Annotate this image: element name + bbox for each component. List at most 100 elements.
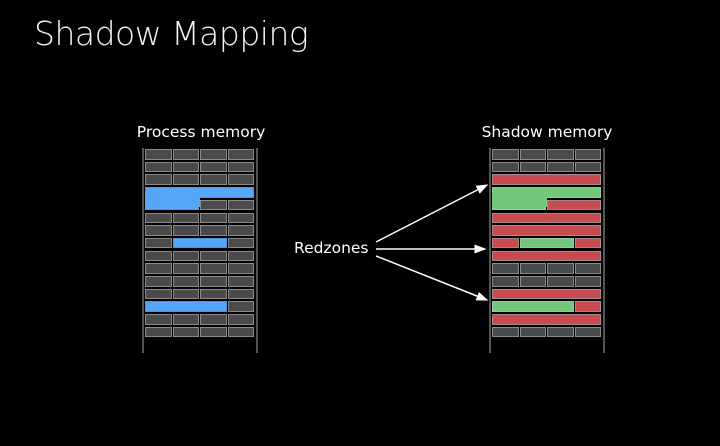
process-cell-gray <box>227 237 254 249</box>
process-cell-gray <box>227 276 254 287</box>
process-cell-gray <box>200 149 227 160</box>
process-cell-gray <box>145 237 172 249</box>
process-cell-gray <box>172 161 199 173</box>
shadow-cell-red <box>492 212 601 223</box>
shadow-cell-red <box>574 301 601 312</box>
process-cell-gray <box>227 212 254 223</box>
process-cell-gray <box>145 314 172 325</box>
process-cell-gray <box>227 288 254 300</box>
process-cell-gray <box>227 149 254 160</box>
arrow-to-redzone <box>375 184 489 243</box>
shadow-cell-gray <box>492 161 519 173</box>
shadow-right-rail <box>603 148 605 353</box>
process-cell-gray <box>227 199 254 211</box>
shadow-cell-red <box>492 314 601 325</box>
process-cell-gray <box>227 301 254 312</box>
process-memory-column <box>142 148 258 353</box>
shadow-cell-gray <box>547 326 574 338</box>
process-cell-blue <box>172 237 227 249</box>
shadow-memory-column <box>489 148 605 353</box>
process-cell-gray <box>227 225 254 236</box>
process-cell-gray <box>200 288 227 300</box>
shadow-cell-gray <box>574 276 601 287</box>
shadow-cell-gray <box>492 326 519 338</box>
process-cell-gray <box>227 161 254 173</box>
process-cell-gray <box>145 263 172 274</box>
process-cell-gray <box>172 326 199 338</box>
shadow-cell-gray <box>547 263 574 274</box>
shadow-cell-red <box>574 237 601 249</box>
process-cell-gray <box>200 199 227 211</box>
shadow-cell-red <box>492 174 601 185</box>
process-cell-gray <box>200 174 227 185</box>
redzones-label: Redzones <box>294 239 369 257</box>
process-cell-gray <box>200 314 227 325</box>
shadow-cell-gray <box>547 276 574 287</box>
shadow-cell-gray <box>492 149 519 160</box>
process-cell-join <box>145 192 173 207</box>
shadow-cell-gray <box>574 326 601 338</box>
process-cell-blue <box>145 301 227 312</box>
shadow-cell-gray <box>519 149 546 160</box>
process-cell-gray <box>145 174 172 185</box>
shadow-cell-red <box>492 225 601 236</box>
process-cell-gray <box>145 149 172 160</box>
process-cell-gray <box>145 288 172 300</box>
shadow-cell-gray <box>519 263 546 274</box>
arrow-to-redzone <box>375 255 489 301</box>
process-cell-gray <box>227 174 254 185</box>
shadow-cell-join <box>492 192 520 207</box>
shadow-cell-red <box>492 237 519 249</box>
process-memory-label: Process memory <box>136 123 266 141</box>
process-cell-gray <box>145 225 172 236</box>
process-cell-gray <box>200 263 227 274</box>
shadow-cell-gray <box>519 161 546 173</box>
shadow-cell-gray <box>574 161 601 173</box>
process-cell-gray <box>227 314 254 325</box>
process-cell-gray <box>172 288 199 300</box>
shadow-cell-gray <box>574 149 601 160</box>
shadow-cell-gray <box>574 263 601 274</box>
process-cell-gray <box>172 314 199 325</box>
process-cell-gray <box>227 263 254 274</box>
process-cell-gray <box>145 161 172 173</box>
process-cell-gray <box>172 149 199 160</box>
shadow-left-rail <box>489 148 491 353</box>
process-cell-gray <box>145 276 172 287</box>
process-cell-gray <box>227 326 254 338</box>
process-left-rail <box>142 148 144 353</box>
process-cell-gray <box>145 326 172 338</box>
process-cell-gray <box>200 161 227 173</box>
shadow-cell-red <box>492 250 601 262</box>
shadow-cell-gray <box>492 276 519 287</box>
process-cell-gray <box>172 263 199 274</box>
process-cell-gray <box>172 250 199 262</box>
process-cell-gray <box>172 225 199 236</box>
process-cell-gray <box>200 225 227 236</box>
shadow-cell-gray <box>547 161 574 173</box>
process-cell-join <box>172 192 200 207</box>
slide-title: Shadow Mapping <box>34 14 309 53</box>
shadow-cell-gray <box>547 149 574 160</box>
process-right-rail <box>256 148 258 353</box>
process-cell-gray <box>200 212 227 223</box>
shadow-cell-gray <box>519 326 546 338</box>
shadow-cell-red <box>547 199 601 211</box>
process-cell-gray <box>200 276 227 287</box>
shadow-cell-join <box>519 192 547 207</box>
process-cell-gray <box>172 276 199 287</box>
shadow-cell-gray <box>492 263 519 274</box>
shadow-memory-label: Shadow memory <box>481 123 613 141</box>
process-cell-gray <box>227 250 254 262</box>
shadow-cell-gray <box>519 276 546 287</box>
process-cell-gray <box>200 250 227 262</box>
process-cell-gray <box>200 326 227 338</box>
shadow-cell-green <box>519 237 574 249</box>
process-cell-gray <box>172 174 199 185</box>
process-cell-gray <box>145 250 172 262</box>
shadow-cell-green <box>492 301 574 312</box>
process-cell-gray <box>172 212 199 223</box>
process-cell-gray <box>145 212 172 223</box>
shadow-cell-red <box>492 288 601 300</box>
